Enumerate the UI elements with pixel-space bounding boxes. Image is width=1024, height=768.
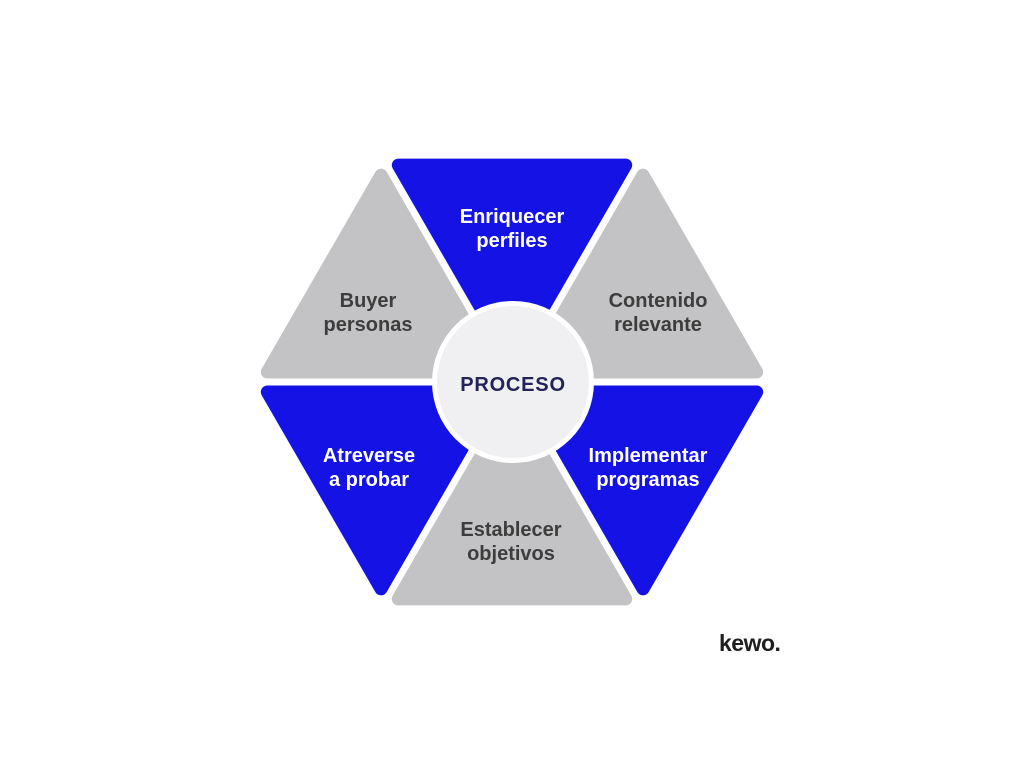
segment-label-enriquecer-line1: Enriquecer <box>460 206 565 228</box>
segment-atreverse-a-probar <box>260 385 502 596</box>
center-circle <box>437 306 589 458</box>
center-title: PROCESO <box>460 374 566 396</box>
segment-establecer-objetivos <box>391 395 633 606</box>
segment-label-buyer-line1: Buyer <box>340 290 397 312</box>
segment-label-establecer-line1: Establecer <box>460 519 561 541</box>
segment-label-enriquecer-line2: perfiles <box>476 230 547 252</box>
segment-enriquecer-perfiles <box>391 158 633 369</box>
segment-label-atreverse-line2: a probar <box>329 469 409 491</box>
segment-contenido-relevante <box>522 168 764 379</box>
segment-label-buyer-line2: personas <box>324 314 413 336</box>
segment-label-atreverse-line1: Atreverse <box>323 445 415 467</box>
segment-label-contenido-line2: relevante <box>614 314 702 336</box>
segment-buyer-personas <box>260 168 502 379</box>
segment-label-contenido-line1: Contenido <box>609 290 708 312</box>
kewo-logo: kewo. <box>719 630 780 656</box>
segment-label-implementar-line1: Implementar <box>589 445 708 467</box>
segment-label-implementar-line2: programas <box>596 469 699 491</box>
segment-implementar-programas <box>522 385 764 596</box>
segment-label-establecer-line2: objetivos <box>467 543 555 565</box>
